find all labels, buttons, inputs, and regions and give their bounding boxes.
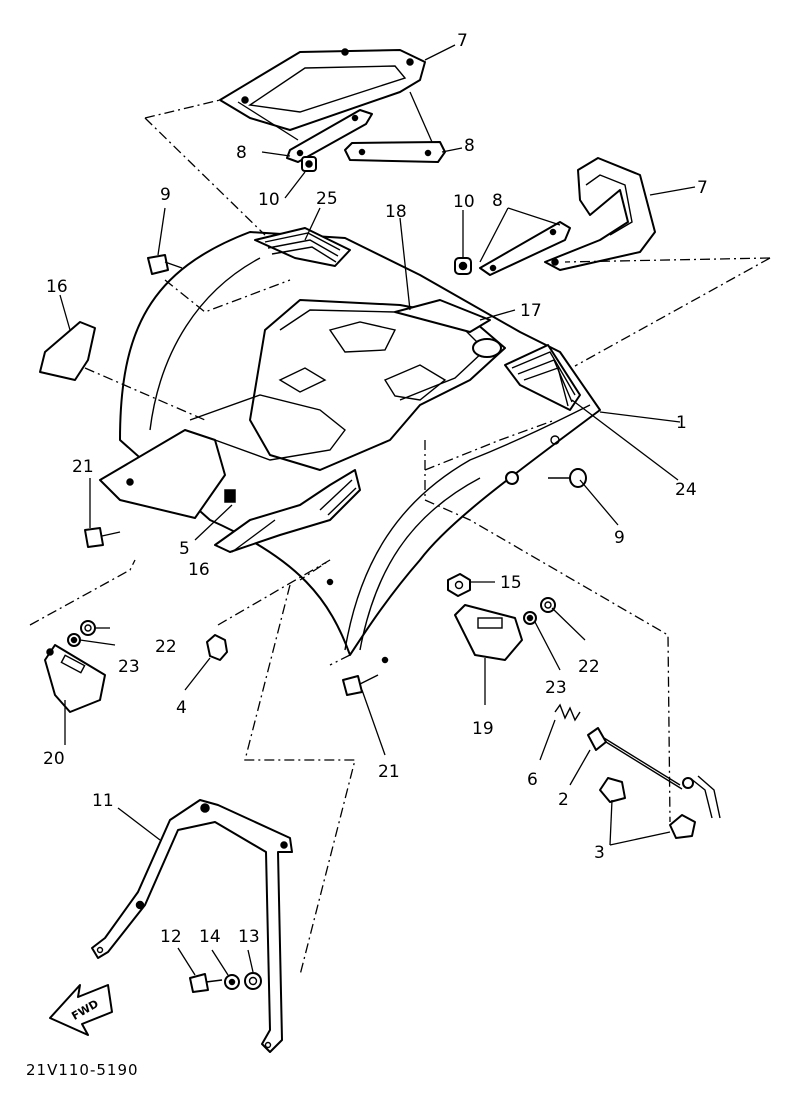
nut-15 xyxy=(447,573,471,597)
reflector-19 xyxy=(454,604,523,661)
washer-23-right xyxy=(523,611,537,625)
callout-18: 18 xyxy=(385,202,407,222)
callout-7a: 7 xyxy=(457,31,468,51)
drawing-code: 21V110-5190 xyxy=(26,1061,139,1079)
callout-20: 20 xyxy=(43,749,65,769)
callout-14: 14 xyxy=(199,927,221,947)
washer-14 xyxy=(224,974,240,990)
callout-21b: 21 xyxy=(378,762,400,782)
callout-15: 15 xyxy=(500,573,522,593)
reflector-20 xyxy=(44,644,106,713)
strip-16-lower xyxy=(214,469,361,553)
callout-5: 5 xyxy=(179,539,190,559)
callout-16a: 16 xyxy=(46,277,68,297)
plate-8-far-right xyxy=(479,221,571,276)
callout-23a: 23 xyxy=(118,657,140,677)
rear-fender-1 xyxy=(119,227,601,664)
callout-16b: 16 xyxy=(188,560,210,580)
pad-16-left xyxy=(39,321,96,381)
callout-13: 13 xyxy=(238,927,260,947)
nut-22-right xyxy=(540,597,556,613)
callout-10b: 10 xyxy=(453,192,475,212)
callout-11: 11 xyxy=(92,791,114,811)
leader-lines xyxy=(59,44,696,976)
callout-12: 12 xyxy=(160,927,182,947)
bracket-7-upper xyxy=(219,48,426,131)
callout-labels: 7 8 8 10 7 8 10 9 25 18 17 16 1 24 9 21 … xyxy=(43,31,708,947)
callout-23b: 23 xyxy=(545,678,567,698)
callout-22a: 22 xyxy=(155,637,177,657)
plate-8-right xyxy=(344,141,446,163)
clip-3-b xyxy=(669,814,696,839)
stay-11 xyxy=(91,799,293,1053)
plate-8-left xyxy=(286,109,373,163)
clip-3-a xyxy=(599,777,626,803)
callout-7b: 7 xyxy=(697,178,708,198)
nut-10-upper xyxy=(301,156,317,172)
flap-5 xyxy=(99,394,346,519)
callout-8b: 8 xyxy=(464,136,475,156)
callout-8a: 8 xyxy=(236,143,247,163)
bolt-21-left xyxy=(84,527,121,548)
nut-4 xyxy=(206,634,228,661)
assembly-lines xyxy=(29,99,771,976)
cable-2 xyxy=(587,727,721,819)
bracket-7-right xyxy=(544,157,656,271)
nut-10-right xyxy=(454,257,472,275)
callout-21a: 21 xyxy=(72,457,94,477)
callout-3: 3 xyxy=(594,843,605,863)
washer-23-left xyxy=(67,633,81,647)
bolt-9-left xyxy=(147,254,183,275)
callout-25: 25 xyxy=(316,189,338,209)
washer-13 xyxy=(244,972,262,990)
callout-17: 17 xyxy=(520,301,542,321)
fwd-arrow-icon: FWD xyxy=(49,984,113,1036)
callout-4: 4 xyxy=(176,698,187,718)
callout-19: 19 xyxy=(472,719,494,739)
callout-22b: 22 xyxy=(578,657,600,677)
callout-9a: 9 xyxy=(160,185,171,205)
callout-1: 1 xyxy=(676,413,687,433)
bolt-21-lower xyxy=(342,674,379,696)
nut-22-left xyxy=(80,620,96,636)
bolt-12 xyxy=(189,973,223,993)
callout-10a: 10 xyxy=(258,190,280,210)
callout-6: 6 xyxy=(527,770,538,790)
callout-8c: 8 xyxy=(492,191,503,211)
callout-24: 24 xyxy=(675,480,697,500)
callout-2: 2 xyxy=(558,790,569,810)
spring-6 xyxy=(554,703,581,722)
callout-9b: 9 xyxy=(614,528,625,548)
